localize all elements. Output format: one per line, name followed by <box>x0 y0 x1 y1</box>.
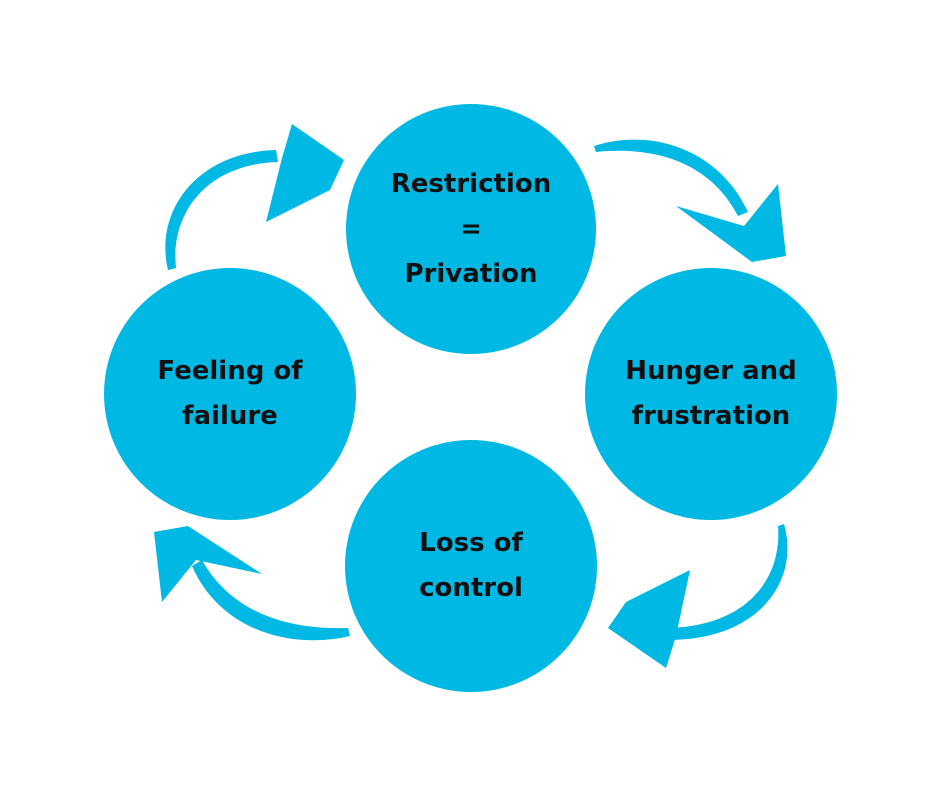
node-failure-line-2: failure <box>182 401 278 431</box>
node-restriction: Restriction = Privation <box>346 104 596 354</box>
node-hunger: Hunger and frustration <box>585 268 837 520</box>
node-failure-line-1: Feeling of <box>157 356 303 386</box>
node-loss: Loss of control <box>345 440 597 692</box>
node-restriction-line-3: Privation <box>404 258 538 289</box>
arrow-restriction-to-hunger-icon <box>594 139 786 262</box>
node-failure: Feeling of failure <box>104 268 356 520</box>
node-restriction-line-1: Restriction <box>390 168 552 199</box>
arrow-failure-to-restriction-icon <box>165 124 344 270</box>
node-hunger-line-1: Hunger and <box>625 356 797 386</box>
node-restriction-line-2: = <box>460 213 482 244</box>
arrow-hunger-to-loss-icon <box>608 524 788 668</box>
node-hunger-line-2: frustration <box>631 401 791 431</box>
node-loss-line-1: Loss of <box>419 528 523 558</box>
arrow-loss-to-failure-icon <box>154 526 350 641</box>
node-loss-line-2: control <box>419 573 523 603</box>
